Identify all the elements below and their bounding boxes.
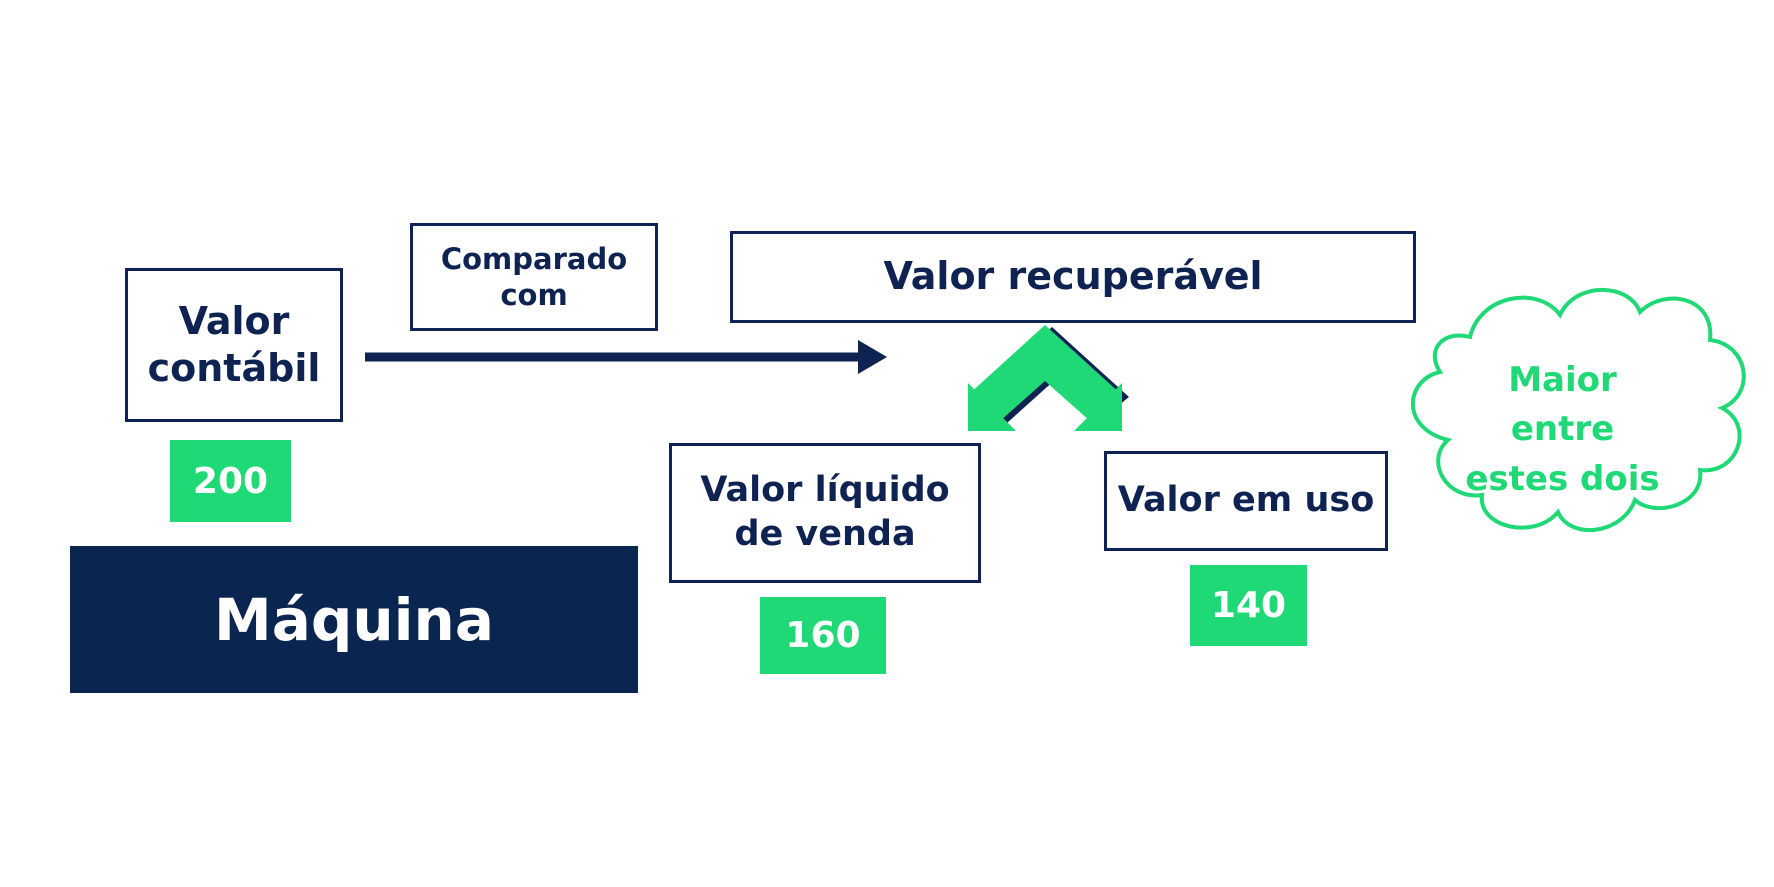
valor-recuperavel-label: Valor recuperável	[883, 254, 1263, 299]
valor-liquido-venda-label: Valor líquido de venda	[700, 470, 950, 554]
valor-em-uso-value: 140	[1190, 565, 1307, 646]
comparado-com-box: Comparado com	[410, 223, 658, 331]
cloud-label: Maior entre estes dois	[1425, 350, 1700, 510]
comparado-com-label: Comparado com	[440, 241, 628, 312]
valor-liquido-venda-number: 160	[785, 615, 861, 656]
maquina-banner: Máquina	[70, 546, 638, 693]
valor-em-uso-label: Valor em uso	[1117, 480, 1375, 521]
valor-contabil-label: Valor contábil	[147, 298, 321, 391]
valor-liquido-venda-box: Valor líquido de venda	[669, 443, 981, 583]
valor-contabil-number: 200	[192, 460, 269, 502]
valor-liquido-venda-value: 160	[760, 597, 886, 674]
arrow-right-icon	[365, 340, 887, 374]
valor-contabil-box: Valor contábil	[125, 268, 343, 422]
valor-em-uso-box: Valor em uso	[1104, 451, 1388, 551]
valor-recuperavel-box: Valor recuperável	[730, 231, 1416, 323]
maquina-label: Máquina	[214, 585, 494, 654]
cloud-icon	[1410, 287, 1746, 533]
split-chevron-icon	[968, 325, 1129, 431]
valor-em-uso-number: 140	[1210, 585, 1287, 626]
valor-contabil-value: 200	[170, 440, 291, 522]
cloud-text: Maior entre estes dois	[1465, 360, 1660, 499]
